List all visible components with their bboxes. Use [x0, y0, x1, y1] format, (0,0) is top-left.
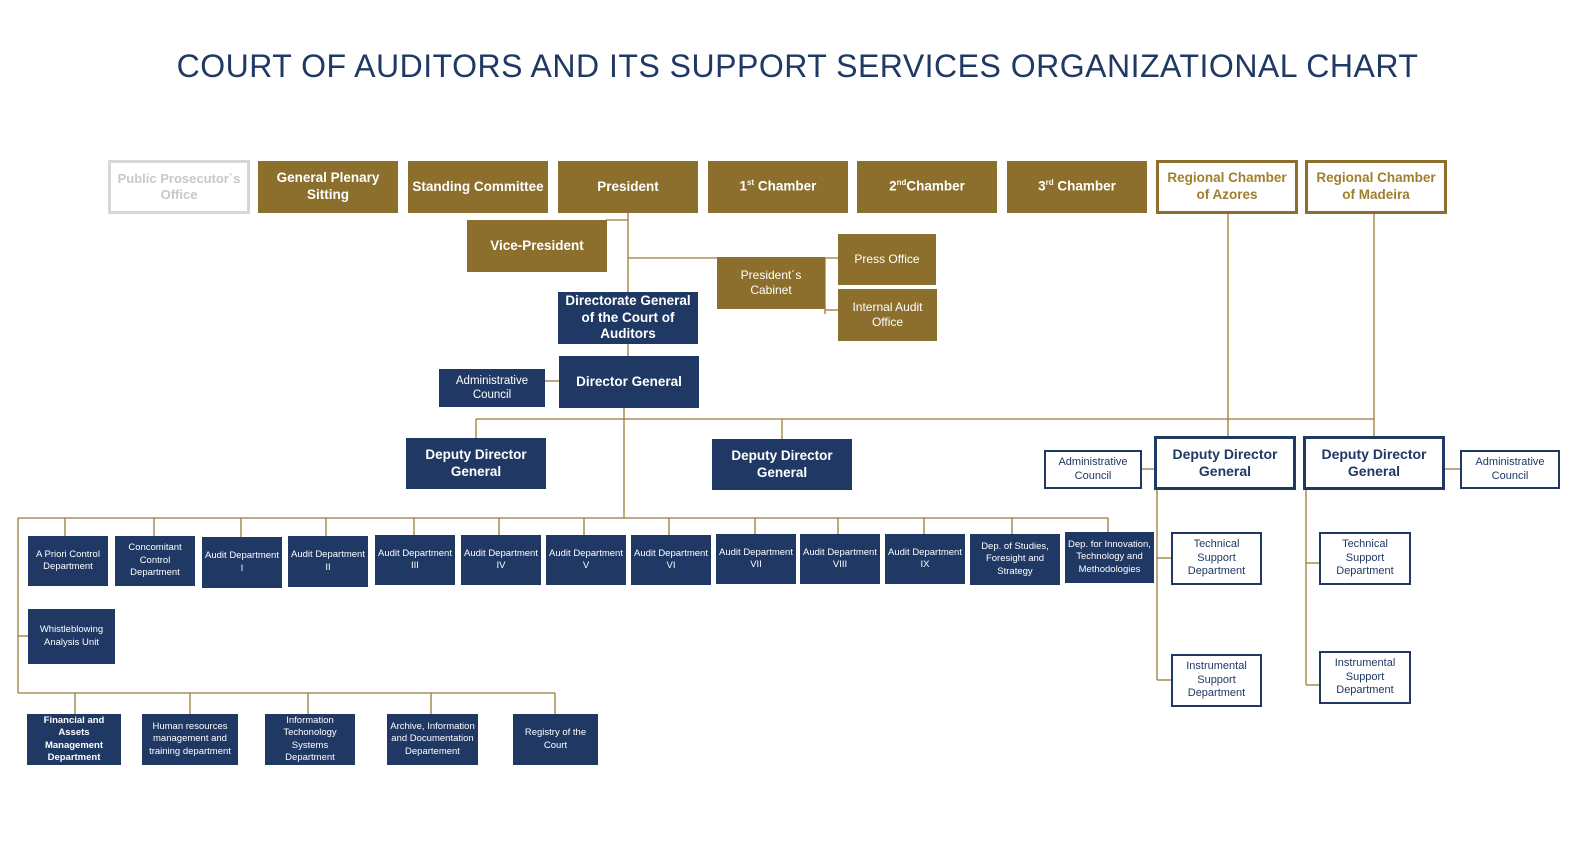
chamber-3-box: 3rd Chamber: [1007, 161, 1147, 213]
vice-president-label: Vice-President: [490, 237, 584, 253]
vice-president-box: Vice-President: [467, 220, 607, 272]
public-prosecutor-label: Public Prosecutor`s Office: [117, 170, 241, 202]
support-department-label: Financial and Assets Management Departme…: [43, 714, 105, 763]
director-general-box: Director General: [559, 356, 699, 408]
support-department-box: Financial and Assets Management Departme…: [27, 714, 121, 765]
support-department-label: Human resources management and training …: [149, 720, 231, 757]
support-department-box: Information Techonology Systems Departme…: [265, 714, 355, 765]
department-box: Audit Department III: [375, 535, 455, 585]
madeira-technical-label: Technical Support Department: [1336, 537, 1394, 578]
support-department-box: Archive, Information and Documentation D…: [387, 714, 478, 765]
madeira-instrumental-box: Instrumental Support Department: [1319, 651, 1411, 704]
chart-title: COURT OF AUDITORS AND ITS SUPPORT SERVIC…: [176, 48, 1419, 84]
press-office-label: Press Office: [854, 252, 920, 266]
whistleblowing-box: Whistleblowing Analysis Unit: [28, 609, 115, 664]
department-label: Audit Department VII: [719, 546, 793, 570]
president-label: President: [597, 178, 659, 194]
regional-madeira-label: Regional Chamber of Madeira: [1316, 170, 1436, 202]
support-department-label: Information Techonology Systems Departme…: [283, 714, 337, 763]
department-label: Audit Department VI: [634, 547, 708, 571]
deputy-director-1-box: Deputy Director General: [406, 438, 546, 489]
general-plenary-box: General Plenary Sitting: [258, 161, 398, 213]
department-box: Concomitant Control Department: [115, 536, 195, 586]
directorate-general-box: Directorate General of the Court of Audi…: [558, 292, 698, 344]
azores-instrumental-box: Instrumental Support Department: [1171, 654, 1262, 707]
support-department-box: Human resources management and training …: [142, 714, 238, 765]
admin-council-label: Administrative Council: [455, 374, 529, 401]
deputy-director-1-label: Deputy Director General: [425, 446, 527, 479]
department-box: Dep. of Studies, Foresight and Strategy: [970, 534, 1060, 585]
department-label: Audit Department II: [291, 549, 365, 573]
deputy-director-2-label: Deputy Director General: [731, 447, 833, 480]
azores-admin-council-box: Administrative Council: [1044, 450, 1142, 489]
azores-admin-council-label: Administrative Council: [1058, 455, 1128, 482]
department-label: Dep. for Innovation, Technology and Meth…: [1068, 538, 1151, 575]
department-label: Audit Department VIII: [803, 546, 877, 570]
department-label: Audit Department III: [378, 547, 452, 571]
general-plenary-label: General Plenary Sitting: [276, 170, 380, 202]
madeira-technical-box: Technical Support Department: [1319, 532, 1411, 585]
chamber-3-label: 3rd Chamber: [1038, 178, 1116, 194]
support-department-label: Archive, Information and Documentation D…: [390, 720, 475, 757]
admin-council-box: Administrative Council: [439, 369, 545, 407]
deputy-director-2-box: Deputy Director General: [712, 439, 852, 490]
cabinet-label: President´s Cabinet: [740, 268, 802, 297]
chamber-2-box: 2ndChamber: [857, 161, 997, 213]
madeira-admin-council-box: Administrative Council: [1460, 450, 1560, 489]
internal-audit-label: Internal Audit Office: [852, 300, 923, 329]
department-box: Audit Department VI: [631, 535, 711, 585]
department-box: Audit Department VII: [716, 534, 796, 584]
madeira-admin-council-label: Administrative Council: [1475, 455, 1545, 482]
department-label: Dep. of Studies, Foresight and Strategy: [981, 540, 1049, 577]
cabinet-box: President´s Cabinet: [717, 257, 825, 309]
regional-azores-box: Regional Chamber of Azores: [1156, 160, 1298, 214]
regional-azores-label: Regional Chamber of Azores: [1167, 170, 1287, 202]
internal-audit-box: Internal Audit Office: [838, 289, 937, 341]
department-label: Concomitant Control Department: [128, 542, 182, 579]
chamber-1-box: 1st Chamber: [708, 161, 848, 213]
department-box: Dep. for Innovation, Technology and Meth…: [1065, 532, 1154, 583]
department-box: A Priori Control Department: [28, 536, 108, 586]
madeira-instrumental-label: Instrumental Support Department: [1334, 656, 1396, 697]
department-label: Audit Department IV: [464, 547, 538, 571]
department-label: Audit Department V: [549, 547, 623, 571]
department-box: Audit Department IV: [461, 535, 541, 585]
press-office-box: Press Office: [838, 234, 936, 285]
director-general-label: Director General: [576, 373, 682, 389]
directorate-general-label: Directorate General of the Court of Audi…: [565, 292, 691, 342]
madeira-deputy-label: Deputy Director General: [1321, 445, 1427, 480]
standing-committee-box: Standing Committee: [408, 161, 548, 213]
department-label: Audit Department I: [205, 550, 279, 574]
azores-technical-label: Technical Support Department: [1187, 537, 1246, 578]
public-prosecutor-box: Public Prosecutor`s Office: [108, 160, 250, 214]
support-department-label: Registry of the Court: [524, 727, 587, 751]
chamber-1-label: 1st Chamber: [739, 178, 817, 194]
madeira-deputy-box: Deputy Director General: [1303, 436, 1445, 490]
azores-technical-box: Technical Support Department: [1171, 532, 1262, 585]
support-department-box: Registry of the Court: [513, 714, 598, 765]
department-box: Audit Department V: [546, 535, 626, 585]
department-box: Audit Department I: [202, 537, 282, 588]
department-box: Audit Department VIII: [800, 534, 880, 584]
chamber-2-label: 2ndChamber: [889, 178, 965, 194]
azores-instrumental-label: Instrumental Support Department: [1186, 659, 1247, 700]
regional-madeira-box: Regional Chamber of Madeira: [1305, 160, 1447, 214]
department-box: Audit Department II: [288, 536, 368, 587]
whistleblowing-label: Whistleblowing Analysis Unit: [39, 624, 104, 648]
department-label: Audit Department IX: [888, 546, 962, 570]
president-box: President: [558, 161, 698, 213]
azores-deputy-box: Deputy Director General: [1154, 436, 1296, 490]
standing-committee-label: Standing Committee: [412, 178, 544, 194]
department-box: Audit Department IX: [885, 534, 965, 584]
department-label: A Priori Control Department: [36, 548, 100, 572]
azores-deputy-label: Deputy Director General: [1172, 445, 1278, 480]
